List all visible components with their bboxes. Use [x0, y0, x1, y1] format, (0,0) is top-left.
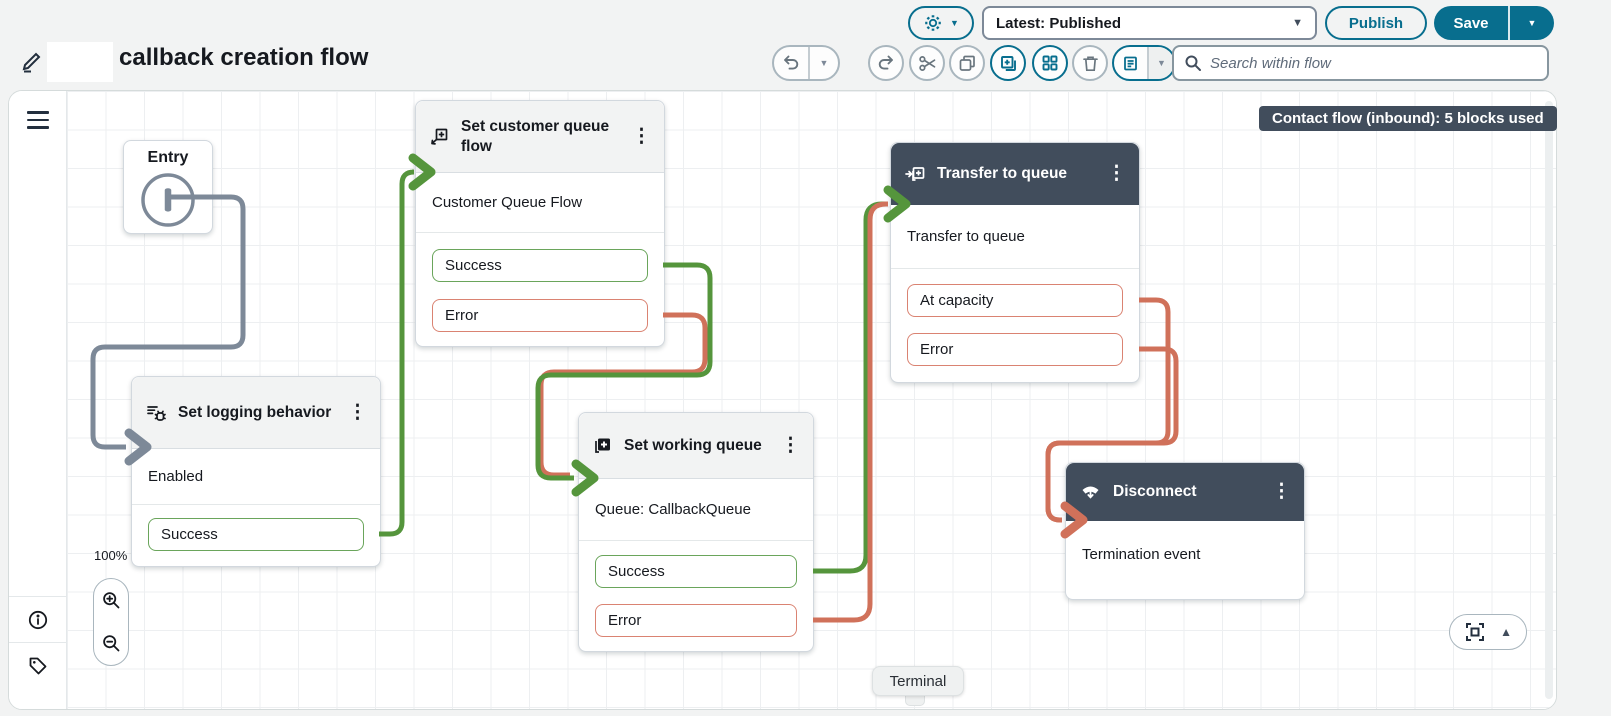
kebab-menu-icon[interactable]: ⋮	[348, 402, 367, 423]
undo-button[interactable]	[774, 47, 808, 79]
output-port-error[interactable]: Error	[595, 604, 797, 637]
redo-button[interactable]	[868, 45, 904, 81]
tag-icon	[27, 655, 49, 677]
block-title: Set working queue	[624, 436, 762, 454]
undo-icon	[782, 54, 800, 72]
block-title: Transfer to queue	[937, 164, 1068, 182]
paste-button[interactable]	[990, 45, 1026, 81]
terminal-tooltip-notch	[905, 694, 925, 706]
settings-menu-button[interactable]: ▼	[908, 6, 974, 40]
version-selector[interactable]: Latest: Published ▼	[982, 6, 1317, 40]
paste-block-icon	[999, 54, 1018, 73]
caret-down-icon: ▼	[950, 17, 959, 28]
block-detail: Transfer to queue	[891, 205, 1139, 269]
canvas-view-controls: ▲	[1449, 614, 1527, 650]
output-port-success[interactable]: Success	[595, 555, 797, 588]
scissors-icon	[918, 54, 937, 73]
search-input[interactable]	[1210, 54, 1537, 72]
blocks-panel-toggle[interactable]	[27, 111, 49, 134]
set-working-queue-icon	[592, 435, 613, 456]
block-set-logging-behavior[interactable]: Set logging behavior ⋮ Enabled Success	[131, 376, 381, 567]
save-button[interactable]: Save	[1434, 6, 1510, 40]
info-icon	[27, 609, 49, 631]
block-title: Set logging behavior	[178, 403, 332, 421]
set-logging-behavior-icon	[145, 402, 167, 424]
block-set-customer-queue-flow[interactable]: Set customer queue flow ⋮ Customer Queue…	[415, 100, 665, 347]
copy-icon	[958, 54, 977, 73]
cut-button[interactable]	[909, 45, 945, 81]
tags-rail-button[interactable]	[9, 642, 67, 688]
notes-button[interactable]	[1114, 47, 1147, 79]
undo-options-button[interactable]: ▼	[808, 47, 838, 79]
edit-title-icon[interactable]	[20, 48, 44, 74]
kebab-menu-icon[interactable]: ⋮	[632, 126, 651, 147]
block-title: Entry	[147, 149, 189, 166]
gear-icon	[923, 13, 943, 33]
collapse-panel-button[interactable]: ▲	[1500, 625, 1512, 639]
set-customer-queue-flow-icon	[429, 126, 450, 147]
page-title: callback creation flow	[119, 44, 369, 71]
block-title: Set customer queue flow	[461, 118, 610, 155]
undo-button-group: ▼	[772, 45, 840, 81]
caret-down-icon: ▼	[1157, 57, 1166, 68]
vertical-scrollbar[interactable]	[1545, 101, 1553, 699]
output-port-success[interactable]: Success	[148, 518, 364, 551]
notes-icon	[1122, 55, 1139, 72]
trash-icon	[1081, 54, 1100, 73]
transfer-to-queue-icon	[904, 163, 926, 185]
blocks-grid-button[interactable]	[1032, 45, 1068, 81]
output-port-at-capacity[interactable]: At capacity	[907, 284, 1123, 317]
output-port-success[interactable]: Success	[432, 249, 648, 282]
kebab-menu-icon[interactable]: ⋮	[1272, 481, 1291, 502]
zoom-out-button[interactable]	[101, 633, 122, 654]
block-detail: Enabled	[132, 449, 380, 505]
save-options-button[interactable]: ▼	[1510, 6, 1554, 40]
block-detail: Termination event	[1082, 545, 1201, 563]
save-button-group: Save ▼	[1434, 6, 1554, 40]
block-entry[interactable]: Entry	[123, 140, 213, 234]
publish-button[interactable]: Publish	[1325, 6, 1427, 40]
block-detail: Queue: CallbackQueue	[579, 479, 813, 541]
caret-down-icon: ▼	[1292, 16, 1303, 29]
output-port-error[interactable]: Error	[432, 299, 648, 332]
caret-down-icon: ▼	[1527, 17, 1537, 28]
copy-button[interactable]	[949, 45, 985, 81]
search-icon	[1184, 54, 1202, 72]
block-title: Disconnect	[1113, 482, 1197, 500]
left-tool-rail	[9, 91, 67, 709]
grid-icon	[1041, 54, 1059, 72]
redo-icon	[877, 54, 895, 72]
disconnect-icon	[1079, 480, 1102, 503]
block-transfer-to-queue[interactable]: Transfer to queue ⋮ Transfer to queue At…	[890, 142, 1140, 383]
block-disconnect[interactable]: Disconnect ⋮ Termination event	[1065, 462, 1305, 600]
caret-down-icon: ▼	[819, 57, 829, 68]
block-detail: Customer Queue Flow	[416, 173, 664, 233]
output-port-error[interactable]: Error	[907, 333, 1123, 366]
metadata-rail-button[interactable]	[9, 596, 67, 642]
redacted-flow-name-area	[47, 42, 113, 82]
kebab-menu-icon[interactable]: ⋮	[781, 435, 800, 456]
version-selector-value: Latest: Published	[996, 14, 1122, 32]
zoom-controls	[93, 578, 129, 666]
zoom-level-label: 100%	[94, 548, 128, 563]
zoom-in-button[interactable]	[101, 590, 122, 611]
kebab-menu-icon[interactable]: ⋮	[1107, 163, 1126, 184]
notes-button-group: ▼	[1112, 45, 1176, 81]
delete-button[interactable]	[1072, 45, 1108, 81]
entry-port-icon[interactable]	[139, 171, 197, 229]
terminal-tooltip: Terminal	[872, 666, 964, 696]
fit-to-screen-button[interactable]	[1464, 621, 1486, 643]
flow-search	[1172, 45, 1549, 81]
usage-badge: Contact flow (inbound): 5 blocks used	[1259, 106, 1557, 131]
notes-options-button[interactable]: ▼	[1147, 47, 1174, 79]
block-set-working-queue[interactable]: Set working queue ⋮ Queue: CallbackQueue…	[578, 412, 814, 652]
